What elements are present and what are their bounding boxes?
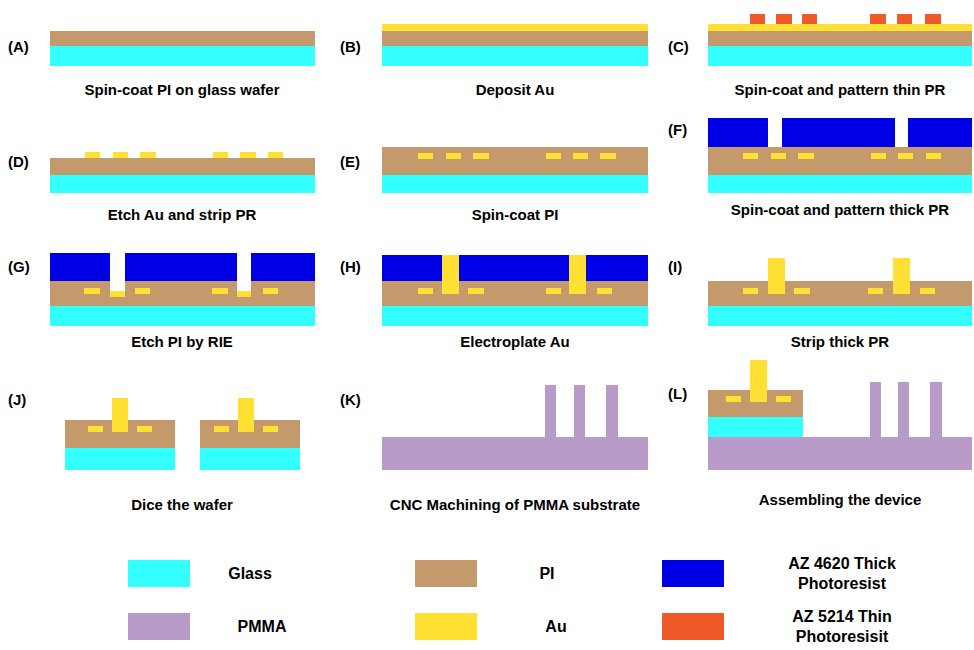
step-l — [708, 360, 972, 470]
legend-swatch — [415, 560, 477, 587]
legend-text: AZ 4620 Thick Photoresist — [757, 554, 927, 594]
step-caption: CNC Machining of PMMA substrate — [390, 496, 640, 514]
legend-text: Au — [441, 617, 671, 637]
legend-swatch — [415, 613, 477, 640]
step-g — [50, 253, 315, 326]
step-letter: (I) — [668, 258, 682, 276]
step-e — [382, 147, 648, 193]
step-j — [65, 398, 300, 470]
step-f — [708, 118, 972, 193]
legend-text: Glass — [135, 564, 365, 584]
legend-swatch — [662, 560, 724, 587]
step-letter: (A) — [8, 38, 29, 56]
legend-swatch — [128, 560, 190, 587]
step-letter: (B) — [340, 38, 361, 56]
step-caption: Spin-coat and pattern thin PR — [735, 81, 946, 99]
step-caption: Strip thick PR — [791, 333, 889, 351]
step-k — [382, 385, 648, 470]
step-letter: (J) — [8, 391, 26, 409]
step-caption: Etch Au and strip PR — [108, 206, 257, 224]
legend-text: AZ 5214 Thin Photoresisit — [757, 607, 927, 647]
step-caption: Deposit Au — [476, 81, 555, 99]
step-letter: (K) — [340, 391, 361, 409]
step-caption: Dice the wafer — [131, 496, 233, 514]
step-letter: (C) — [668, 38, 689, 56]
step-caption: Assembling the device — [759, 491, 922, 509]
step-caption: Spin-coat and pattern thick PR — [731, 201, 949, 219]
step-h — [382, 255, 648, 326]
legend-text: PMMA — [147, 617, 377, 637]
step-c — [708, 14, 972, 66]
step-caption: Etch PI by RIE — [131, 333, 233, 351]
step-i — [708, 258, 972, 326]
step-caption: Electroplate Au — [460, 333, 569, 351]
step-a — [50, 31, 315, 66]
legend-swatch — [662, 613, 724, 640]
legend-swatch — [128, 613, 190, 640]
step-letter: (E) — [340, 153, 360, 171]
step-d — [50, 152, 315, 193]
legend-text: PI — [432, 564, 662, 584]
step-letter: (L) — [668, 385, 687, 403]
step-letter: (H) — [340, 258, 361, 276]
step-b — [382, 24, 648, 66]
step-letter: (G) — [8, 258, 30, 276]
step-letter: (F) — [668, 121, 687, 139]
step-caption: Spin-coat PI — [472, 206, 559, 224]
step-letter: (D) — [8, 153, 29, 171]
step-caption: Spin-coat PI on glass wafer — [84, 81, 279, 99]
